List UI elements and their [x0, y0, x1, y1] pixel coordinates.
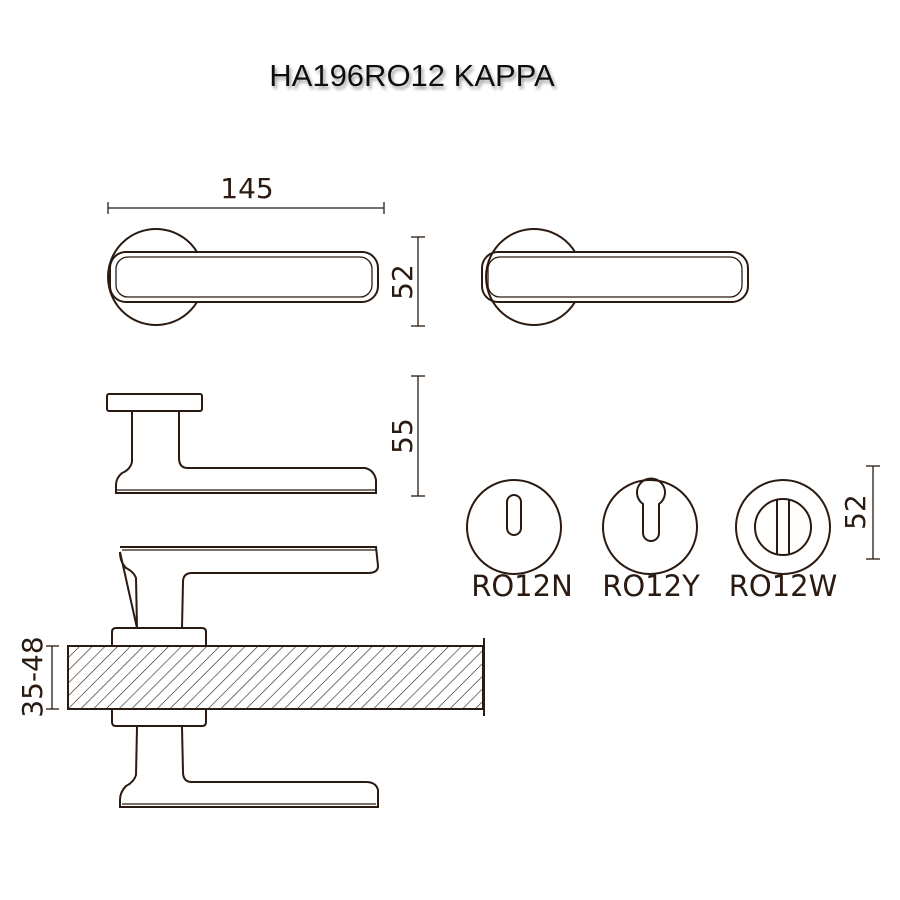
dimension-rose-diameter-label: 52 [839, 494, 872, 530]
dimension-rose-diameter: 52 [839, 465, 880, 560]
door-assembly [67, 546, 485, 808]
rose-label-ro12y: RO12Y [602, 569, 700, 603]
handle-top-view-right [481, 228, 749, 326]
rose-wc-turn: RO12W [729, 479, 838, 603]
rose-euro-cylinder: RO12Y [602, 477, 700, 603]
dimension-top-height-label: 52 [386, 264, 419, 300]
handle-top-view-left [107, 228, 379, 326]
dimension-side-height: 55 [386, 375, 425, 497]
dimension-side-height-label: 55 [386, 418, 419, 454]
rose-label-ro12w: RO12W [729, 569, 838, 603]
handle-side-view [106, 393, 377, 494]
dimension-door-thickness: 35-48 [16, 636, 59, 718]
dimension-length: 145 [107, 172, 385, 214]
product-title: HA196RO12 KAPPA [269, 58, 555, 93]
door-section [67, 645, 484, 710]
dimension-top-height: 52 [386, 236, 425, 327]
rose-keyhole: RO12N [466, 479, 573, 603]
dimension-door-thickness-label: 35-48 [16, 636, 49, 717]
rose-label-ro12n: RO12N [471, 569, 573, 603]
dimension-length-label: 145 [220, 172, 273, 205]
